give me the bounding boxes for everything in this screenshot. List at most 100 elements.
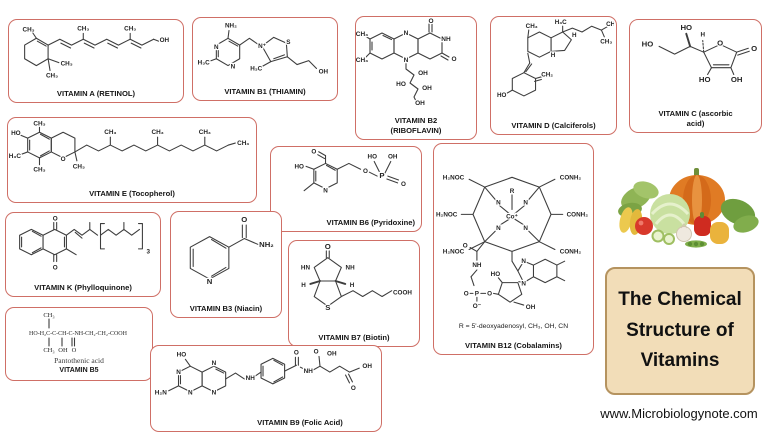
- atom-label: HO: [642, 39, 654, 48]
- atom-label: CH₃: [356, 31, 368, 38]
- vitamin-k-card: O O 3 VITAMIN K (Phylloquinone): [5, 212, 161, 297]
- atom-label: CH₃: [61, 61, 73, 68]
- vitamin-a-bonds: [24, 31, 160, 72]
- atom-label: NH₂: [225, 23, 237, 30]
- atom-label: O: [363, 168, 368, 175]
- atom-label: O: [463, 243, 468, 250]
- atom-label: H₃C: [9, 153, 22, 160]
- website-url: www.Microbiologynote.com: [600, 406, 758, 421]
- atom-label: H: [551, 52, 556, 59]
- atom-label: P: [379, 171, 384, 180]
- atom-label: NH: [246, 375, 256, 382]
- atom-label: N: [523, 225, 528, 232]
- atom-label: H₃C: [198, 60, 210, 67]
- atom-label: CONH₂: [560, 248, 582, 255]
- atom-label: OH: [58, 347, 68, 354]
- atom-label: OH: [731, 75, 743, 84]
- b5-formula: HO-H₂C-C-CH-C-NH-CH₂-CH₂-COOH: [29, 331, 128, 337]
- atom-label: OH: [319, 68, 329, 75]
- atom-label: COOH: [393, 290, 412, 297]
- atom-label: CONH₂: [567, 211, 589, 218]
- atom-label: OH: [160, 37, 170, 44]
- vitamin-b2-caption: VITAMIN B2 (RIBOFLAVIN): [356, 116, 476, 139]
- atom-label: CONH₂: [560, 174, 582, 181]
- vitamin-b5-caption: VITAMIN B5: [59, 367, 99, 375]
- atom-label: OH: [327, 350, 337, 357]
- atom-label: OH: [415, 100, 425, 107]
- atom-label: N: [523, 200, 528, 207]
- vitamin-b1-bonds: [208, 29, 318, 69]
- title-text: The Chemical Structure of Vitamins: [618, 289, 742, 372]
- atom-label: O: [294, 349, 299, 356]
- vitamin-c-caption-line1: VITAMIN C (ascorbic: [658, 109, 733, 119]
- atom-label: O: [72, 347, 77, 354]
- vitamin-c-card: HO H O O HO HO OH VITAMIN C (ascorbic ac…: [629, 19, 762, 133]
- atom-label: HN: [301, 264, 311, 271]
- vitamin-b2-caption-line1: VITAMIN B2: [394, 116, 438, 126]
- atom-label: O: [717, 38, 723, 47]
- vitamin-k-structure: O O 3: [19, 214, 152, 273]
- atom-label: N: [323, 188, 328, 195]
- vitamin-b5-subcaption: Pantothenic acid: [54, 356, 104, 366]
- atom-label: OH: [388, 154, 398, 161]
- atom-label: H: [572, 32, 577, 39]
- atom-label: CH₃: [77, 25, 89, 32]
- atom-label: HO: [295, 163, 305, 170]
- vitamin-k-caption: VITAMIN K (Phylloquinone): [34, 282, 132, 292]
- vitamin-b1-structure: NH₂ N N H₃C N⁺ S H₃C OH: [197, 21, 330, 76]
- atom-label: O: [53, 264, 58, 271]
- vitamin-b2-structure: CH₃ CH₃ N N O NH O OH HO OH OH: [356, 17, 458, 107]
- atom-label: NH: [304, 368, 314, 375]
- atom-label: H₂NOC: [443, 174, 465, 181]
- vitamin-e-structure: HO CH₃ H₃C CH₃ O CH₃ CH₃ CH₃ CH₃ CH₃: [8, 119, 250, 175]
- atom-label: NH: [472, 262, 482, 269]
- vitamin-b7-card: O HN NH H H S COOH VITAMIN B7 (Biotin): [288, 240, 420, 347]
- vitamin-e-card: HO CH₃ H₃C CH₃ O CH₃ CH₃ CH₃ CH₃ CH₃ VIT…: [7, 117, 257, 203]
- vitamin-k-bonds: [19, 222, 143, 263]
- atom-label: CH₃: [33, 167, 45, 174]
- atom-label: O: [401, 181, 406, 188]
- vitamin-b12-structure: H₂NOC CONH₂ H₂NOC CONH₂ H₂NOC CONH₂ R Co…: [435, 173, 590, 312]
- vitamin-b2-card: CH₃ CH₃ N N O NH O OH HO OH OH VITAMIN B…: [355, 16, 477, 140]
- yellow-pepper: [710, 222, 729, 244]
- atom-label: H₃C: [555, 19, 567, 26]
- atom-label: CH₂: [541, 72, 553, 79]
- atom-label: H: [301, 282, 306, 289]
- vitamin-a-caption: VITAMIN A (RETINOL): [56, 88, 136, 98]
- atom-label: S: [286, 39, 290, 46]
- vitamin-b6-caption: VITAMIN B6 (Pyridoxine): [326, 217, 415, 227]
- garlic: [676, 223, 692, 242]
- atom-label: O: [451, 56, 456, 63]
- tomatoes: [635, 217, 653, 235]
- atom-label: N: [212, 390, 217, 397]
- vitamin-b5-bonds: [48, 318, 76, 347]
- atom-label: CH₃: [46, 72, 58, 78]
- atom-label: CH₃: [151, 129, 163, 136]
- cabbage: [650, 194, 690, 234]
- atom-label: HO: [368, 154, 378, 161]
- atom-label: OH: [362, 363, 372, 370]
- vitamin-c-caption: VITAMIN C (ascorbic acid): [630, 109, 761, 132]
- vitamin-b7-structure: O HN NH H H S COOH: [300, 241, 414, 313]
- atom-label: NH: [346, 264, 356, 271]
- vitamin-b5-structure: CH₃ HO-H₂C-C-CH-C-NH-CH₂-CH₂-COOH CH₃ OH…: [28, 311, 129, 355]
- atom-label: N: [214, 44, 219, 51]
- atom-label: O: [241, 215, 247, 224]
- atom-label: HO: [396, 81, 406, 88]
- vitamin-b6-structure: O HO O P HO OH O N: [293, 148, 407, 196]
- pea-pod: [685, 240, 707, 248]
- atom-label: CH₃: [73, 164, 85, 171]
- vitamin-b9-caption: VITAMIN B9 (Folic Acid): [257, 417, 343, 427]
- vitamin-b6-bonds: [303, 151, 400, 192]
- atom-label: H₂NOC: [443, 248, 465, 255]
- atom-label: 3: [146, 249, 150, 256]
- atom-label: HO: [177, 351, 187, 358]
- atom-label: O: [428, 18, 433, 25]
- atom-label: P: [475, 290, 479, 297]
- atom-label: N: [212, 360, 217, 367]
- atom-label: H: [350, 282, 355, 289]
- vitamin-b12-card: H₂NOC CONH₂ H₂NOC CONH₂ H₂NOC CONH₂ R Co…: [433, 143, 594, 355]
- vitamin-b2-bonds: [364, 23, 450, 102]
- vitamin-a-structure: CH₃ CH₃ CH₃ CH₃ CH₃ OH: [21, 24, 170, 78]
- atom-label: HO: [11, 130, 21, 137]
